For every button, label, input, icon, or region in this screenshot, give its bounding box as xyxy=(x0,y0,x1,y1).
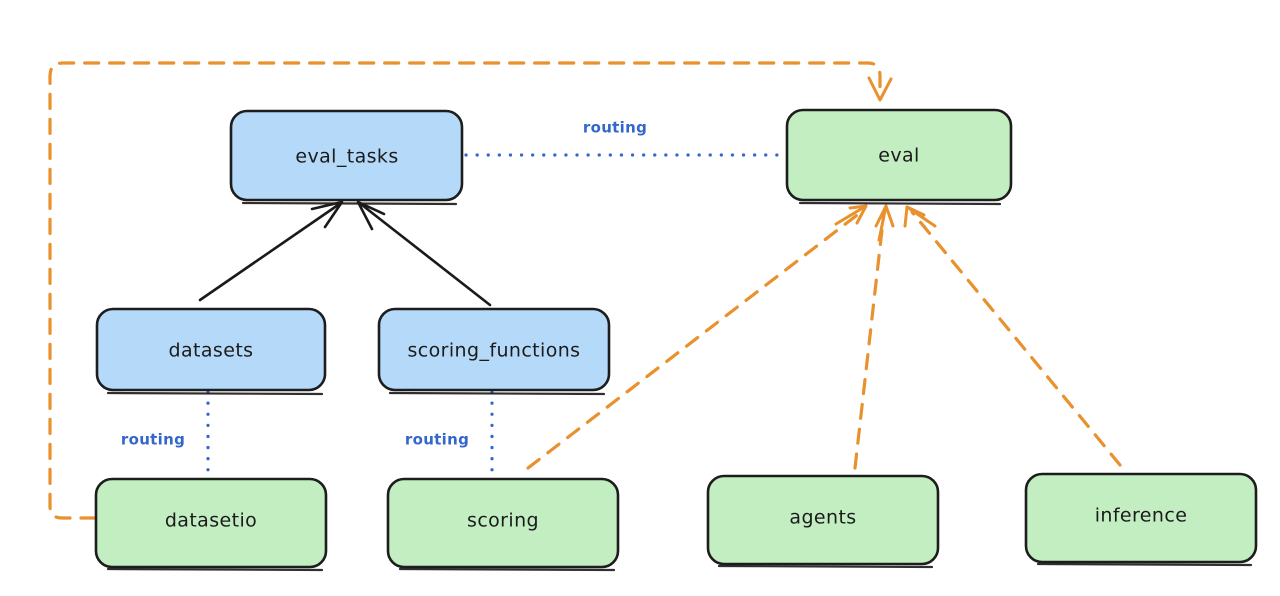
node-scoring-functions-label: scoring_functions xyxy=(408,340,581,362)
edge-label-routing-eval-tasks-eval: routing xyxy=(583,119,647,137)
edge-datasets-to-eval-tasks xyxy=(198,203,340,302)
node-datasets-label: datasets xyxy=(169,340,254,362)
node-eval-tasks-shadow xyxy=(241,201,458,206)
node-eval[interactable]: eval xyxy=(785,108,1013,206)
node-datasets-shape xyxy=(95,307,327,392)
node-inference-shadow xyxy=(1036,562,1253,567)
arrowhead2-agents-to-eval xyxy=(877,204,888,242)
label-backdrop-routing-datasets xyxy=(108,425,198,451)
node-eval-tasks-shape xyxy=(229,109,464,202)
arrowhead-scoring-functions-to-eval-tasks xyxy=(356,200,386,231)
node-datasetio-label: datasetio xyxy=(165,510,257,532)
node-scoring-label: scoring xyxy=(467,510,539,532)
node-agents[interactable]: agents xyxy=(706,474,940,569)
node-scoring-functions-shape xyxy=(377,307,611,392)
node-scoring-functions[interactable]: scoring_functions xyxy=(377,307,611,396)
edge-agents-to-eval xyxy=(853,210,886,470)
edge-group-dependencies xyxy=(48,61,1122,520)
edge-label-routing-datasets-datasetio: routing xyxy=(121,431,185,449)
node-eval-tasks-label: eval_tasks xyxy=(295,146,398,168)
node-scoring-shape xyxy=(386,477,620,569)
node-eval-shadow xyxy=(798,201,1002,206)
edge-label-routing-scoring-functions-scoring: routing xyxy=(405,431,469,449)
node-eval-shape xyxy=(785,108,1013,202)
edge-group-hierarchy xyxy=(198,200,492,307)
arrowhead2-inference-to-eval xyxy=(905,205,937,228)
node-datasets-shadow xyxy=(106,391,324,396)
node-datasetio-shadow xyxy=(106,567,324,572)
node-datasetio-shape xyxy=(94,477,328,569)
edge-scoring-functions-to-eval-tasks xyxy=(360,203,492,307)
node-scoring[interactable]: scoring xyxy=(386,477,620,572)
edge-scoring-to-eval xyxy=(526,210,863,470)
node-scoring-shadow xyxy=(398,567,616,572)
node-eval-tasks[interactable]: eval_tasks xyxy=(229,109,464,206)
label-backdrop-routing-eval xyxy=(570,113,660,139)
edge-group-routing xyxy=(206,153,788,480)
node-datasetio[interactable]: datasetio xyxy=(94,477,328,572)
node-scoring-functions-shadow xyxy=(388,391,606,396)
edge-label-group: routing routing routing xyxy=(108,113,660,451)
node-inference-shape xyxy=(1024,472,1258,564)
node-agents-shape xyxy=(706,474,940,566)
arrowhead-datasets-to-eval-tasks xyxy=(310,200,344,229)
node-inference-label: inference xyxy=(1095,505,1188,527)
node-datasets[interactable]: datasets xyxy=(95,307,327,396)
node-agents-shadow xyxy=(717,564,934,569)
label-backdrop-routing-scoring xyxy=(392,425,482,451)
node-eval-label: eval xyxy=(878,145,919,167)
arrowhead2-scoring-to-eval xyxy=(834,204,868,226)
node-inference[interactable]: inference xyxy=(1024,472,1258,567)
arrowhead-datasetio-to-eval xyxy=(867,76,893,102)
edge-inference-to-eval xyxy=(910,210,1122,467)
node-agents-label: agents xyxy=(789,507,856,529)
